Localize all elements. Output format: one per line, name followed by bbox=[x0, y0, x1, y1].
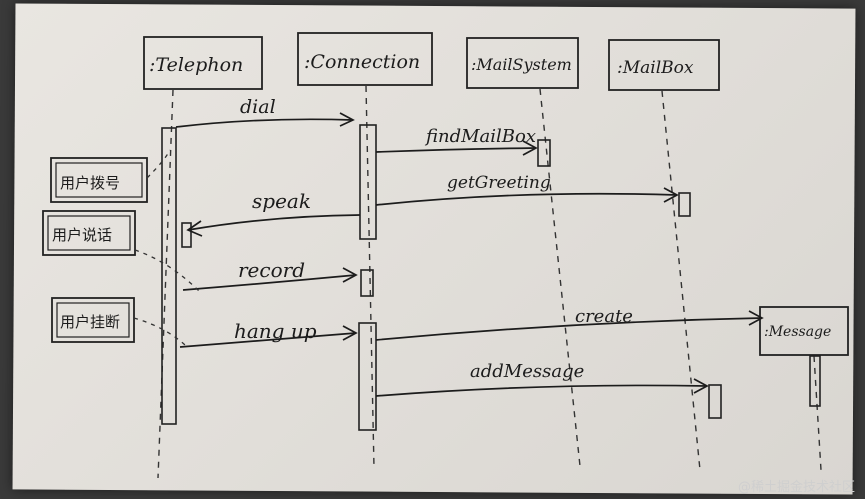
lifeline-connection bbox=[365, 85, 375, 469]
arrow-addmessage bbox=[375, 384, 708, 397]
label-speak: speak bbox=[252, 189, 311, 213]
activation-connection-2 bbox=[360, 269, 374, 297]
arrow-getgreeting bbox=[375, 192, 678, 206]
arrow-hangup bbox=[179, 332, 357, 348]
note-speak: 用户说话 bbox=[42, 210, 136, 256]
svg-text:用户说话: 用户说话 bbox=[52, 226, 112, 244]
label-dial: dial bbox=[240, 96, 276, 118]
activation-telephone-small bbox=[181, 222, 192, 248]
note-hangup: 用户挂断 bbox=[51, 297, 135, 343]
svg-text:用户拨号: 用户拨号 bbox=[60, 174, 120, 192]
lifeline-mailsystem bbox=[539, 88, 581, 467]
label-addmessage: addMessage bbox=[470, 361, 584, 382]
arrow-create bbox=[375, 317, 763, 341]
participant-message: :Message bbox=[759, 306, 849, 356]
label-getgreeting: getGreeting bbox=[447, 173, 551, 193]
activation-mailbox-2 bbox=[708, 384, 722, 419]
activation-connection-1 bbox=[359, 124, 377, 240]
svg-text:用户挂断: 用户挂断 bbox=[60, 313, 120, 331]
lifeline-telephone bbox=[157, 89, 174, 479]
watermark: @稀土掘金技术社区 bbox=[737, 480, 855, 495]
label-record: record bbox=[238, 258, 305, 282]
svg-text::MailSystem: :MailSystem bbox=[471, 55, 572, 74]
arrow-dial bbox=[175, 118, 354, 128]
activation-message bbox=[809, 355, 821, 407]
svg-text::MailBox: :MailBox bbox=[617, 58, 694, 78]
svg-text::Message: :Message bbox=[764, 324, 831, 340]
note-link-speak bbox=[134, 249, 201, 293]
note-link-hangup bbox=[133, 317, 186, 346]
participant-telephone: :Telephon bbox=[143, 36, 263, 90]
label-findmailbox: findMailBox bbox=[424, 126, 536, 147]
arrow-findmailbox bbox=[375, 147, 537, 153]
activation-connection-3 bbox=[358, 322, 377, 431]
activation-telephone bbox=[161, 127, 177, 425]
activation-mailbox-1 bbox=[678, 192, 691, 217]
arrow-record bbox=[182, 274, 357, 291]
svg-text::Telephon: :Telephon bbox=[149, 54, 243, 76]
note-dial: 用户拨号 bbox=[50, 157, 148, 203]
label-create: create bbox=[575, 306, 633, 327]
activation-mailsystem bbox=[537, 139, 551, 167]
svg-text::Connection: :Connection bbox=[304, 51, 420, 73]
participant-mailbox: :MailBox bbox=[608, 39, 720, 91]
participant-mailsystem: :MailSystem bbox=[466, 37, 579, 89]
label-hangup: hang up bbox=[234, 319, 317, 343]
arrow-speak bbox=[187, 214, 361, 231]
lifeline-mailbox bbox=[661, 90, 701, 471]
participant-connection: :Connection bbox=[297, 32, 433, 86]
note-link-dial bbox=[146, 149, 171, 179]
